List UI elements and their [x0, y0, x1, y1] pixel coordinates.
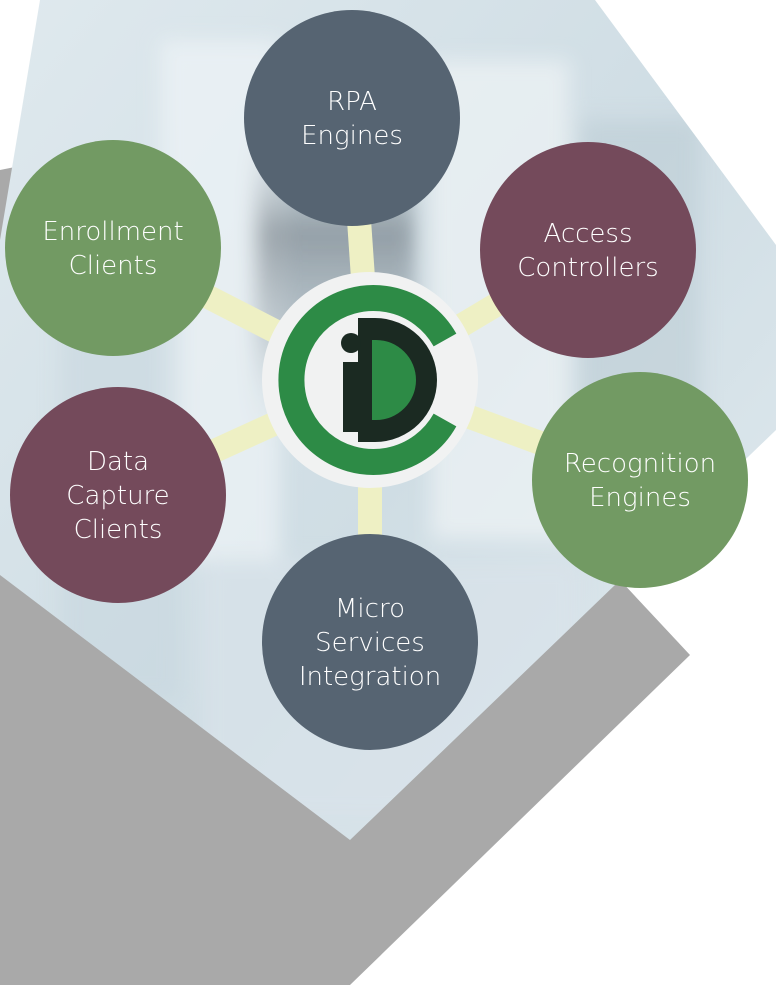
node-group: RPAEnginesAccessControllersRecognitionEn… — [5, 10, 748, 750]
node-rpa-engines: RPA Engines — [244, 10, 460, 226]
node-label-enrollment-clients-1: Enrollment — [42, 217, 183, 247]
node-label-data-capture-clients-1: Data — [87, 447, 149, 477]
node-label-enrollment-clients-2: Clients — [69, 251, 158, 281]
node-label-rpa-engines-2: Engines — [301, 121, 403, 151]
logo-d-inner — [372, 340, 416, 420]
node-label-micro-services-integration-1: Micro — [335, 594, 405, 624]
logo-i-dot — [341, 333, 361, 353]
node-label-micro-services-integration-3: Integration — [299, 662, 441, 692]
idc-logo-icon — [278, 285, 457, 475]
node-circle-recognition-engines — [532, 372, 748, 588]
node-label-data-capture-clients-2: Capture — [66, 481, 169, 511]
node-label-recognition-engines-1: Recognition — [564, 449, 716, 479]
node-label-micro-services-integration-2: Services — [315, 628, 425, 658]
node-label-access-controllers-1: Access — [543, 219, 632, 249]
node-label-data-capture-clients-3: Clients — [74, 515, 163, 545]
hub-node — [262, 272, 478, 488]
node-circle-data-capture-clients — [10, 387, 226, 603]
node-label-recognition-engines-2: Engines — [589, 483, 691, 513]
node-circle-rpa-engines — [244, 10, 460, 226]
logo-i-stem — [343, 362, 359, 432]
node-label-rpa-engines-1: RPA — [327, 87, 377, 117]
node-circle-micro-services-integration — [262, 534, 478, 750]
node-circle-enrollment-clients — [5, 140, 221, 356]
node-circle-access-controllers — [480, 142, 696, 358]
node-label-access-controllers-2: Controllers — [517, 253, 658, 283]
logo-c-ring — [278, 285, 457, 475]
